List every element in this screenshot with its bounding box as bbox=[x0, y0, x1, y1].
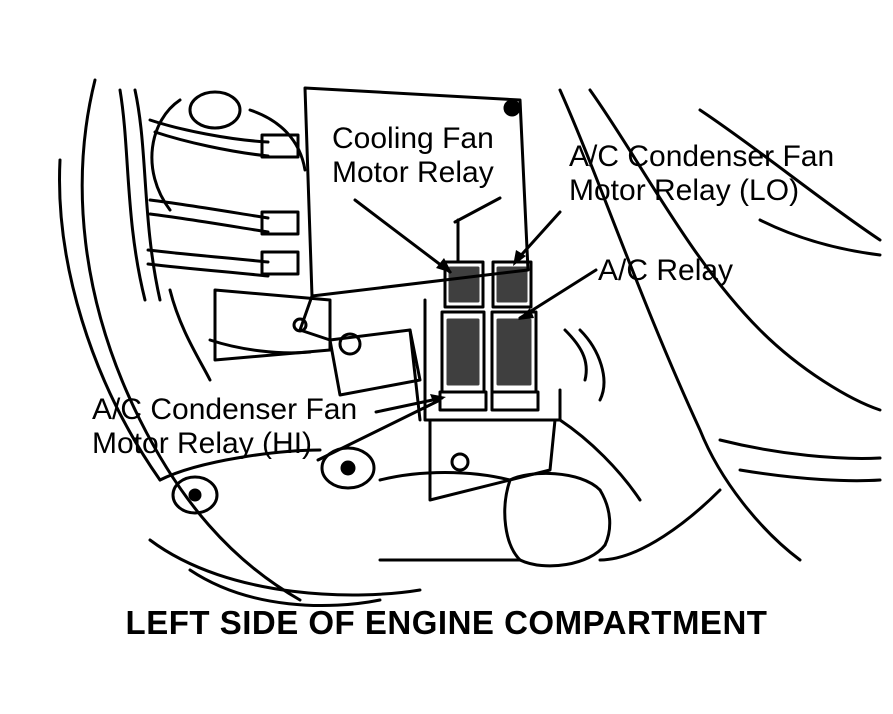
cooling-fan-motor-relay bbox=[443, 260, 485, 309]
motor-and-tubing bbox=[118, 88, 307, 382]
arrowheads bbox=[430, 250, 534, 404]
cooling-fan-label-line-1: Cooling Fan bbox=[332, 122, 494, 155]
leader-lines bbox=[316, 196, 598, 462]
relay-housing bbox=[208, 86, 530, 397]
fender-contours bbox=[58, 78, 882, 608]
ac-lo-label-line-2: Motor Relay (LO) bbox=[569, 174, 800, 207]
hose bbox=[378, 328, 722, 568]
ac-relay-label: A/C Relay bbox=[598, 254, 734, 287]
ac-condenser-fan-lo-label: A/C Condenser Fan Motor Relay (LO) bbox=[569, 140, 834, 208]
mounting-bolts bbox=[158, 446, 376, 515]
ac-lo-label-line-1: A/C Condenser Fan bbox=[569, 140, 835, 173]
ac-hi-label-line-1: A/C Condenser Fan bbox=[92, 393, 358, 426]
ac-condenser-fan-motor-relay-lo bbox=[491, 260, 533, 309]
ac-hi-label-line-2: Motor Relay (HI) bbox=[92, 427, 313, 460]
cooling-fan-motor-relay-label: Cooling Fan Motor Relay bbox=[332, 122, 494, 190]
cooling-fan-label-line-2: Motor Relay bbox=[332, 156, 494, 189]
ac-condenser-fan-hi-label: A/C Condenser Fan Motor Relay (HI) bbox=[92, 393, 357, 461]
figure-caption: LEFT SIDE OF ENGINE COMPARTMENT bbox=[125, 604, 768, 641]
relay-stack bbox=[408, 260, 562, 502]
